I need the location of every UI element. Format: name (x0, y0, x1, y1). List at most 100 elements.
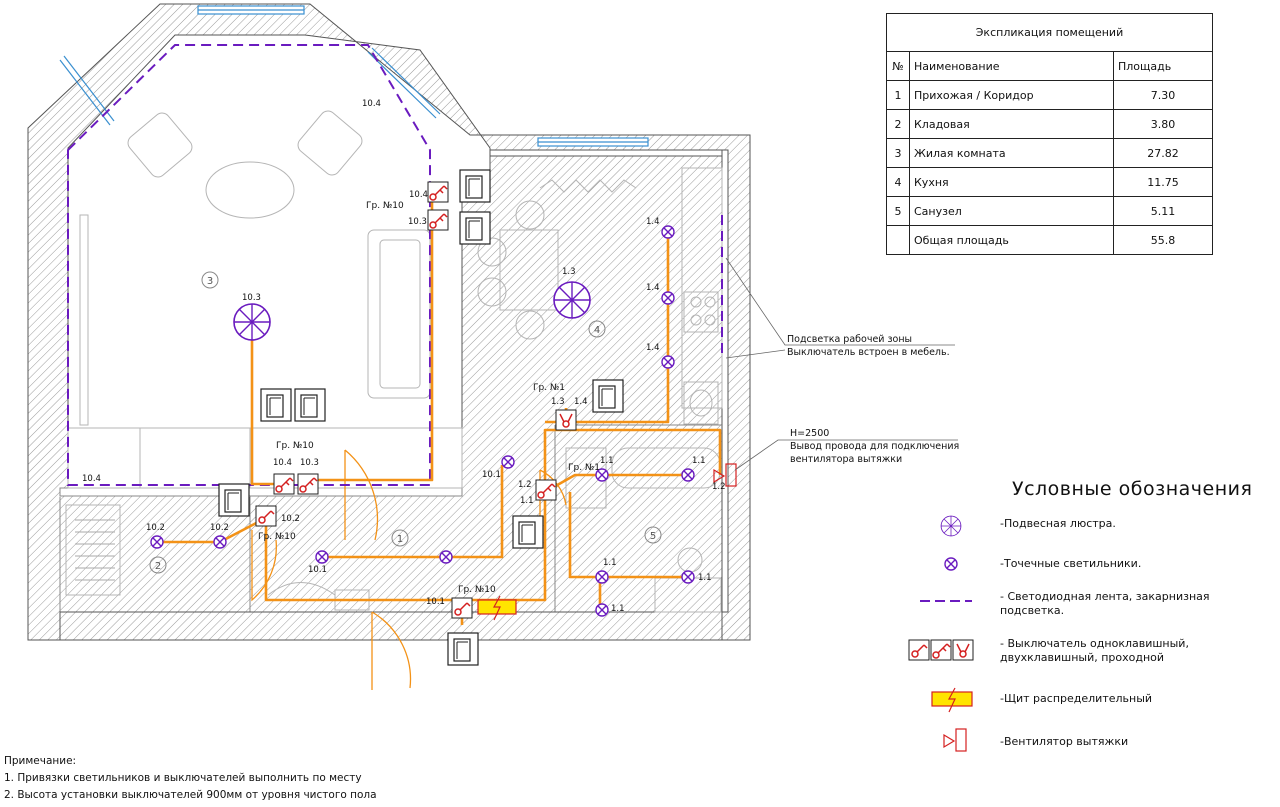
table-row: 4 Кухня 11.75 (886, 167, 1213, 197)
room-number: 4 (594, 325, 600, 336)
legend-item: - Светодиодная лента, закарнизная подсве… (1000, 590, 1210, 618)
spotlight-icon (595, 570, 609, 584)
row-num: 3 (886, 138, 910, 168)
chandelier-icon (233, 303, 271, 341)
col-header-area: Площадь (1113, 51, 1213, 81)
table-row: 5 Санузел 5.11 (886, 196, 1213, 226)
switch-icon (535, 479, 557, 501)
spotlight-icon (595, 603, 609, 617)
spotlight-icon (213, 535, 227, 549)
legend-text: подсветка. (1000, 604, 1065, 617)
spotlight-icon (661, 225, 675, 239)
group-label: Гр. №10 (276, 441, 314, 451)
total-name: Общая площадь (909, 225, 1114, 255)
switch-icon (427, 209, 449, 231)
room-number: 5 (650, 531, 656, 542)
distribution-panel-icon (477, 595, 517, 621)
row-area: 3.80 (1113, 109, 1213, 139)
legend-item: -Вентилятор вытяжки (1000, 735, 1129, 748)
switch-icon (255, 505, 277, 527)
line-label: 10.1 (308, 565, 327, 575)
exhaust-fan-icon (943, 728, 967, 752)
row-area: 7.30 (1113, 80, 1213, 110)
room-number: 1 (397, 534, 403, 545)
exhaust-fan-icon (713, 463, 737, 487)
line-label: 1.4 (646, 283, 660, 293)
line-label: 1.4 (646, 217, 660, 227)
legend-text: - Светодиодная лента, закарнизная (1000, 590, 1210, 603)
switch-icon (908, 639, 930, 661)
explication-table: Экспликация помещений № Наименование Пло… (886, 13, 1213, 255)
group-label: Гр. №10 (458, 585, 496, 595)
row-name: Кладовая (909, 109, 1114, 139)
callout-line: H=2500 (790, 428, 830, 439)
table-title: Экспликация помещений (886, 13, 1213, 52)
plan-labels: Гр. №10 10.4 10.3 10.4 10.3 Гр. №10 10.4… (82, 99, 726, 614)
row-area: 27.82 (1113, 138, 1213, 168)
spotlight-icon (439, 550, 453, 564)
line-label: 10.2 (146, 523, 165, 533)
switch-icon (451, 597, 473, 619)
line-label: 1.4 (646, 343, 660, 353)
legend-item: -Щит распределительный (1000, 692, 1153, 705)
line-label: 1.2 (518, 480, 532, 490)
legend-item: -Точечные светильники. (1000, 557, 1142, 570)
group-label: Гр. №1 (533, 383, 565, 393)
group-label: Гр. №10 (366, 201, 404, 211)
group-label: Гр. №1 (568, 463, 600, 473)
row-num: 2 (886, 109, 910, 139)
fan-callout: H=2500 Вывод провода для подключения вен… (790, 427, 959, 466)
line-label: 10.2 (210, 523, 229, 533)
leader-lines (725, 257, 958, 471)
note-item: 2. Высота установки выключателей 900мм о… (4, 789, 377, 801)
table-row: 1 Прихожая / Коридор 7.30 (886, 80, 1213, 110)
line-label: 1.1 (611, 604, 625, 614)
line-label: 10.4 (362, 99, 381, 109)
line-label: 10.4 (82, 474, 101, 484)
table-total-row: Общая площадь 55.8 (886, 225, 1213, 255)
row-name: Прихожая / Коридор (909, 80, 1114, 110)
legend-item: -Подвесная люстра. (1000, 517, 1116, 530)
worktop-callout: Подсветка рабочей зоны Выключатель встро… (787, 333, 950, 359)
row-name: Кухня (909, 167, 1114, 197)
switch-icon (555, 409, 577, 431)
spotlight-icon (944, 557, 958, 571)
line-label: 1.1 (603, 558, 617, 568)
switch-icon (930, 639, 952, 661)
switch-icon (952, 639, 974, 661)
switch-icon (273, 473, 295, 495)
row-num: 4 (886, 167, 910, 197)
callout-line: Выключатель встроен в мебель. (787, 347, 950, 358)
row-name: Жилая комната (909, 138, 1114, 168)
callout-line: Подсветка рабочей зоны (787, 334, 913, 345)
distribution-panel-icon (931, 687, 973, 713)
room-number: 2 (155, 561, 161, 572)
line-label: 10.3 (300, 458, 319, 468)
spotlight-icon (315, 550, 329, 564)
line-label: 10.1 (482, 470, 501, 480)
legend-title: Условные обозначения (1012, 478, 1253, 500)
spotlight-icon (661, 355, 675, 369)
spotlight-icon (681, 468, 695, 482)
doors (251, 449, 567, 690)
table-header: № Наименование Площадь (886, 51, 1213, 81)
notes-title: Примечание: (4, 755, 77, 767)
legend-text: - Выключатель одноклавишный, (1000, 637, 1189, 650)
note-item: 1. Привязки светильников и выключателей … (4, 772, 362, 784)
chandelier-icon (940, 515, 962, 537)
callout-line: Вывод провода для подключения (790, 441, 960, 452)
windows (59, 5, 649, 147)
led-strip (67, 44, 431, 486)
switch-icon (427, 181, 449, 203)
row-area: 5.11 (1113, 196, 1213, 226)
line-label: 1.1 (520, 496, 534, 506)
row-num: 5 (886, 196, 910, 226)
spotlight-icon (661, 291, 675, 305)
total-area: 55.8 (1113, 225, 1213, 255)
line-label: 1.3 (562, 267, 576, 277)
line-label: 1.1 (600, 456, 614, 466)
line-label: 10.3 (408, 217, 427, 227)
legend-symbols (908, 515, 974, 752)
switch-icon (297, 473, 319, 495)
